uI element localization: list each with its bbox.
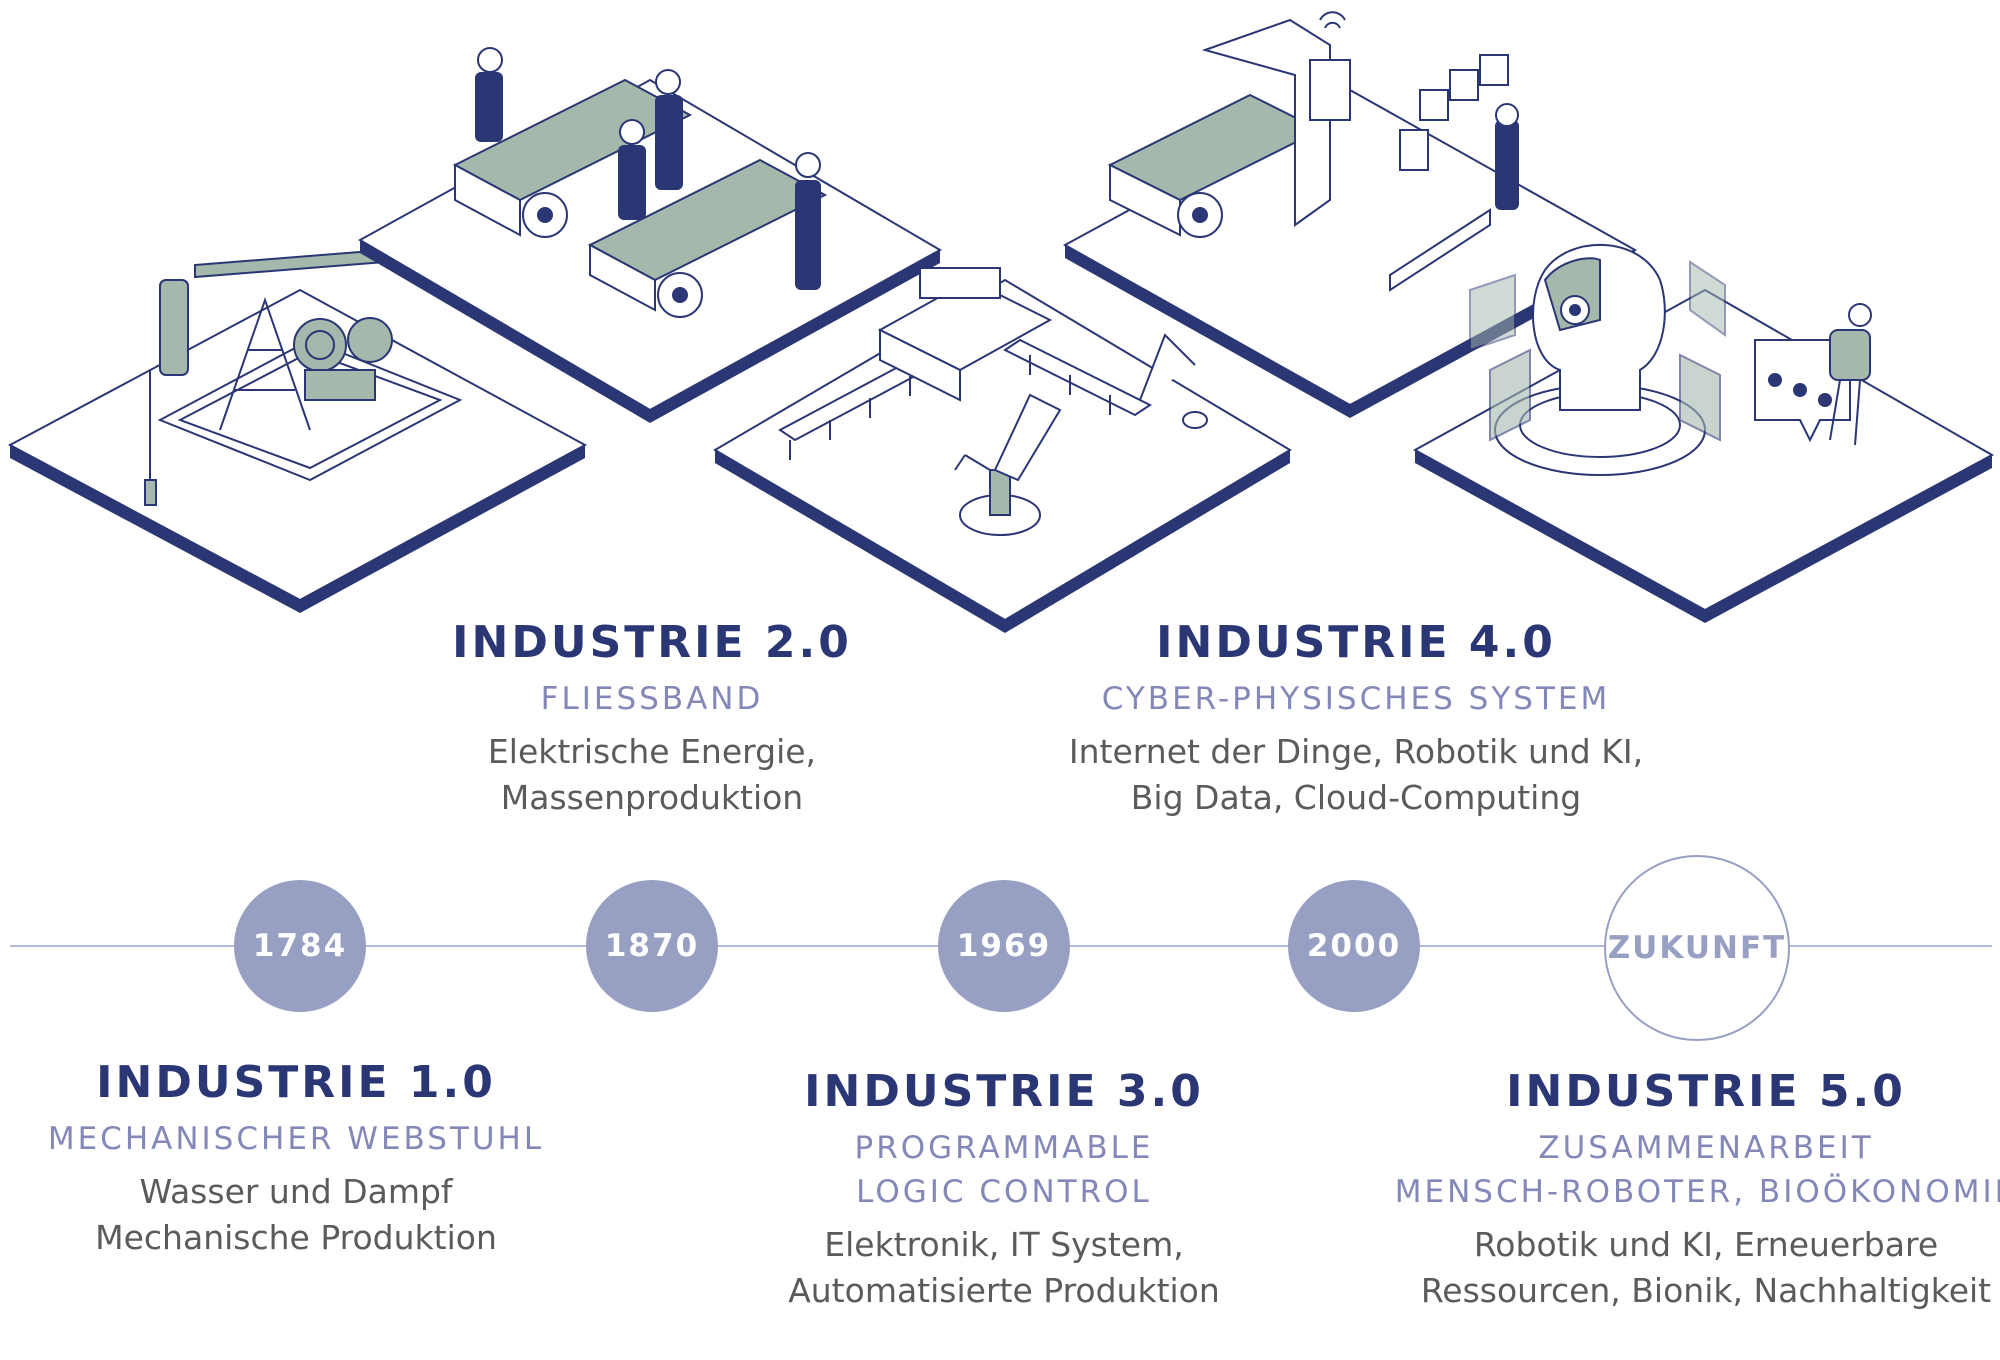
year-label: 1784: [252, 928, 348, 964]
timeline-dot-1969: 1969: [938, 880, 1070, 1012]
assembly-line-workers-icon: [452, 47, 828, 318]
era-subtitle: MECHANISCHER WEBSTUHL: [47, 1121, 545, 1157]
era-title: INDUSTRIE 5.0: [1506, 1066, 1906, 1117]
era-title: INDUSTRIE 2.0: [452, 617, 852, 668]
era-industrie-1: INDUSTRIE 1.0 MECHANISCHER WEBSTUHL Wass…: [48, 1055, 544, 1261]
era-description: Internet der Dinge, Robotik und KI,Big D…: [1068, 732, 1644, 817]
era-title: INDUSTRIE 3.0: [804, 1066, 1204, 1117]
year-label: 2000: [1306, 928, 1402, 964]
year-label: 1870: [604, 928, 700, 964]
oil-pump-jack-icon: [144, 248, 463, 506]
year-label: 1969: [956, 928, 1052, 964]
robotic-arm-conveyor-icon: [778, 267, 1208, 536]
era-title: INDUSTRIE 4.0: [1156, 617, 1556, 668]
ai-robot-head-collaboration-icon: [1469, 243, 1872, 476]
era-subtitle: CYBER-PHYSISCHES SYSTEM: [1101, 681, 1611, 717]
timeline-dot-zukunft: ZUKUNFT: [1604, 855, 1790, 1041]
era-description: Elektrische Energie,Massenproduktion: [487, 732, 817, 817]
era-title: INDUSTRIE 1.0: [96, 1057, 496, 1108]
timeline-dot-1870: 1870: [586, 880, 718, 1012]
era-description: Elektronik, IT System,Automatisierte Pro…: [788, 1225, 1220, 1310]
era-subtitle: FLIESSBAND: [540, 681, 764, 717]
era-industrie-2: INDUSTRIE 2.0 FLIESSBAND Elektrische Ene…: [452, 615, 852, 821]
timeline-dot-2000: 2000: [1288, 880, 1420, 1012]
timeline-dot-1784: 1784: [234, 880, 366, 1012]
year-label: ZUKUNFT: [1607, 930, 1787, 966]
smart-factory-iot-icon: [1107, 11, 1519, 292]
era-industrie-4: INDUSTRIE 4.0 CYBER-PHYSISCHES SYSTEM In…: [1069, 615, 1643, 821]
